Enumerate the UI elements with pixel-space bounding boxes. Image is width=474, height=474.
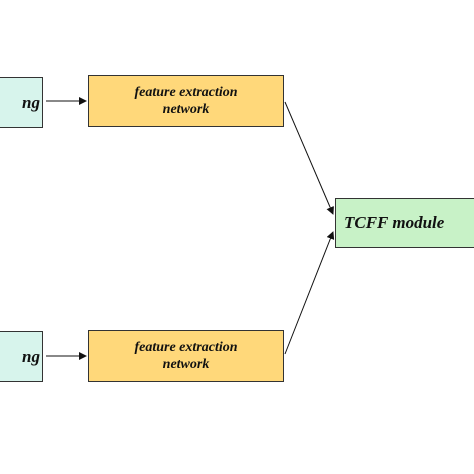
- feature-extraction-box-top: feature extraction network: [88, 75, 284, 127]
- feature-extraction-box-bottom: feature extraction network: [88, 330, 284, 382]
- arrow-fe-bottom-to-tcff: [284, 231, 335, 355]
- input-box-top: ng: [0, 77, 43, 128]
- input-box-bottom: ng: [0, 331, 43, 382]
- tcff-module-label: TCFF module: [344, 213, 445, 233]
- input-box-bottom-label: ng: [22, 346, 40, 366]
- tcff-module-box: TCFF module: [335, 198, 474, 248]
- feature-extraction-bottom-line2: network: [162, 357, 210, 372]
- feature-extraction-bottom-line1: feature extraction: [134, 339, 238, 355]
- input-box-top-label: ng: [22, 92, 40, 112]
- feature-extraction-top-line2: network: [162, 102, 210, 117]
- arrow-fe-top-to-tcff: [284, 101, 334, 215]
- feature-extraction-top-line1: feature extraction: [134, 84, 238, 100]
